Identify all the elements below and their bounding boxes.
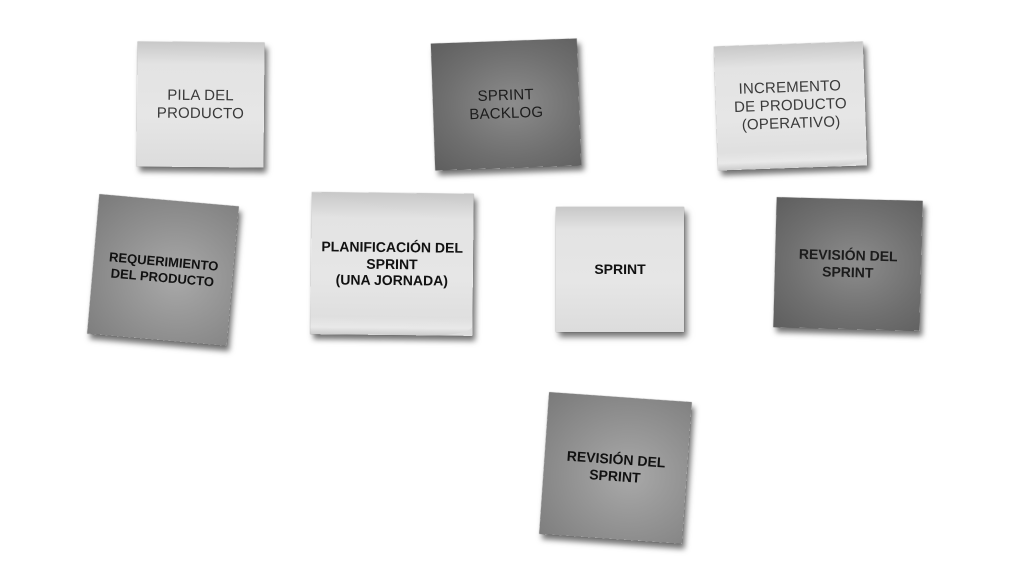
note-label: REVISIÓN DEL SPRINT [566, 447, 666, 486]
sticky-note-revision-del-sprint-2: REVISIÓN DEL SPRINT [539, 392, 692, 544]
sticky-note-requerimiento-del-producto: REQUERIMIENTO DEL PRODUCTO [87, 194, 239, 346]
note-label: REQUERIMIENTO DEL PRODUCTO [108, 249, 219, 290]
sticky-note-incremento-de-producto: INCREMENTO DE PRODUCTO (OPERATIVO) [713, 41, 868, 171]
note-label: SPRINT [594, 261, 646, 278]
note-label: PLANIFICACIÓN DEL SPRINT (UNA JORNADA) [321, 238, 464, 289]
note-label: REVISIÓN DEL SPRINT [798, 245, 898, 281]
note-label: PILA DEL PRODUCTO [156, 86, 245, 122]
sticky-note-revision-del-sprint: REVISIÓN DEL SPRINT [773, 197, 923, 331]
note-label: SPRINT BACKLOG [469, 85, 544, 123]
sticky-note-planificacion-del-sprint: PLANIFICACIÓN DEL SPRINT (UNA JORNADA) [310, 192, 474, 336]
sticky-note-sprint-backlog: SPRINT BACKLOG [430, 38, 582, 171]
note-label: INCREMENTO DE PRODUCTO (OPERATIVO) [733, 77, 848, 134]
sticky-note-sprint: SPRINT [556, 207, 684, 332]
sticky-note-pila-del-producto: PILA DEL PRODUCTO [136, 41, 265, 168]
